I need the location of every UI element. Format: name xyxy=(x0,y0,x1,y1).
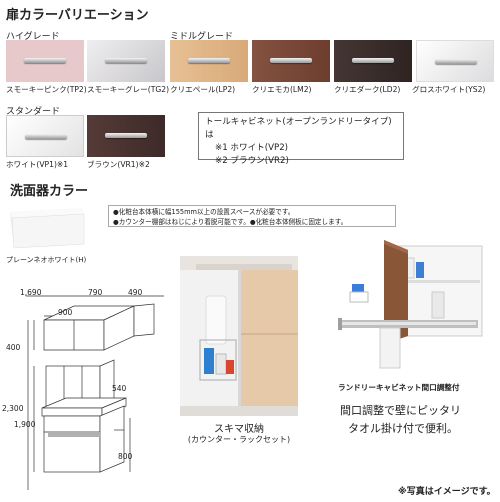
grade-standard-label: スタンダード xyxy=(6,107,61,117)
grade-middle-label: ミドルグレード xyxy=(170,32,234,42)
note-line: トールキャビネット(オープンランドリータイプ)は xyxy=(205,117,392,140)
dim-top-790: 790 xyxy=(88,288,103,297)
swatch-label: ブラウン(VR1)※2 xyxy=(87,160,150,169)
bowl-color-title: 洗面器カラー xyxy=(10,184,89,199)
grade-high-label: ハイグレード xyxy=(6,32,60,42)
sukima-storage-photo xyxy=(180,256,298,416)
swatch-crie-mocha xyxy=(252,40,330,82)
note-bullet: ●化粧台本体横に幅155mm以上の設置スペースが必要です。 xyxy=(113,208,295,216)
image-footnote: ※写真はイメージです。 xyxy=(398,487,496,497)
note-line: ※1 ホワイト(VP2) xyxy=(215,143,289,153)
swatch-label: ホワイト(VP1)※1 xyxy=(6,160,69,169)
bowl-label: プレーンネオホワイト(H) xyxy=(6,256,87,264)
swatch-crie-dark xyxy=(334,40,412,82)
laundry-desc-2: タオル掛け付で便利。 xyxy=(348,422,458,435)
dimension-drawing xyxy=(4,280,174,498)
dim-height-1900: 1,900 xyxy=(14,420,36,429)
door-color-title: 扉カラーバリエーション xyxy=(6,8,149,23)
install-notes: ●化粧台本体横に幅155mm以上の設置スペースが必要です。 ●カウンター棚部はね… xyxy=(108,205,396,227)
sukima-title: スキマ収納 xyxy=(214,424,264,435)
swatch-brown xyxy=(87,115,165,157)
swatch-crie-pale xyxy=(170,40,248,82)
laundry-desc-1: 間口調整で壁にピッタリ xyxy=(340,404,461,417)
swatch-label: クリエダーク(LD2) xyxy=(334,85,401,94)
dim-height-400: 400 xyxy=(6,343,21,352)
swatch-smoky-pink xyxy=(6,40,84,82)
bowl-swatch xyxy=(6,200,86,252)
swatch-label: スモーキーグレー(TG2) xyxy=(87,85,170,94)
swatch-smoky-gray xyxy=(87,40,165,82)
laundry-label: ランドリーキャビネット間口調整付 xyxy=(338,383,460,392)
dim-width-900: 900 xyxy=(58,308,73,317)
laundry-cabinet-photo xyxy=(332,236,492,378)
swatch-gloss-white xyxy=(416,40,494,82)
sukima-subtitle: (カウンター・ラックセット) xyxy=(187,435,291,444)
dim-top-1690: 1,690 xyxy=(20,288,42,297)
dim-top-490: 490 xyxy=(128,288,143,297)
tall-cabinet-note: トールキャビネット(オープンランドリータイプ)は ※1 ホワイト(VP2) ※2… xyxy=(198,112,404,166)
dim-height-800: 800 xyxy=(118,452,133,461)
swatch-white xyxy=(6,115,84,157)
swatch-label: スモーキーピンク(TP2) xyxy=(6,85,87,94)
swatch-label: クリエモカ(LM2) xyxy=(252,85,312,94)
dim-depth-540: 540 xyxy=(112,384,127,393)
dim-height-2300: 2,300 xyxy=(2,404,24,413)
note-line: ※2 ブラウン(VR2) xyxy=(215,156,289,166)
note-bullet: ●カウンター棚部はねじにより着脱可能です。●化粧台本体側板に固定します。 xyxy=(113,218,348,226)
swatch-label: クリエペール(LP2) xyxy=(170,85,236,94)
swatch-label: グロスホワイト(YS2) xyxy=(412,85,486,94)
